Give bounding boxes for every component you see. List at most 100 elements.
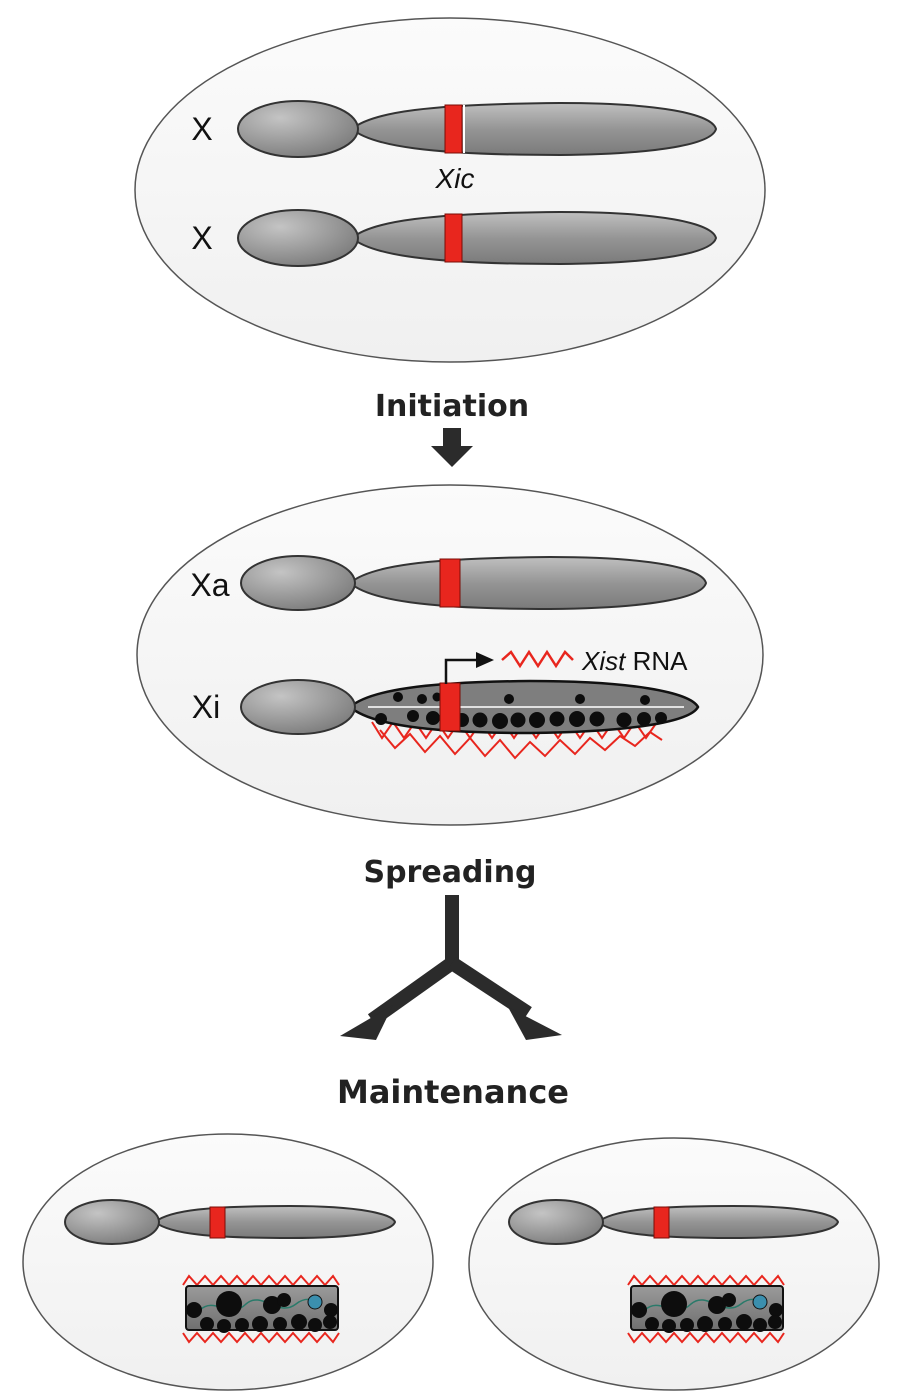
xist-rna-transcript <box>501 649 574 669</box>
x-chromosome-2 <box>237 209 718 267</box>
hc-dot <box>662 1319 676 1333</box>
cell-4-outline <box>468 1137 880 1391</box>
x-chromosome-1 <box>237 100 718 158</box>
xi-label: Xi <box>192 689 220 725</box>
hc-dot <box>569 711 585 727</box>
hc-dot <box>769 1303 783 1317</box>
hc-dot <box>235 1318 249 1332</box>
cell3-inactive-x <box>182 1274 340 1344</box>
hc-dot <box>616 712 632 728</box>
xa-chromosome <box>240 555 708 611</box>
cell-2: Xa Xi <box>136 484 764 826</box>
branch-left-head <box>340 1005 393 1040</box>
hc-dot <box>291 1314 307 1330</box>
hc-dot <box>655 712 667 724</box>
hc-dot <box>529 712 545 728</box>
cell3-hc-dots <box>186 1291 338 1333</box>
hc-dot <box>277 1293 291 1307</box>
xi-heterochromatin-dots <box>375 692 667 729</box>
hc-dot <box>417 694 427 704</box>
xic-band-1 <box>444 104 463 154</box>
cell4-hc-dots <box>631 1291 783 1333</box>
chrom1-label: X <box>191 111 212 147</box>
hc-dot <box>323 1315 337 1329</box>
hc-dot <box>736 1314 752 1330</box>
transcription-arrow-head <box>476 652 494 668</box>
hc-dot <box>308 1318 322 1332</box>
chrom2-long-arm <box>350 210 718 266</box>
xist-italic: Xist <box>581 646 627 676</box>
cell4-short-arm <box>508 1199 604 1245</box>
hc-dot <box>549 711 565 727</box>
xi-xic-band <box>439 682 461 732</box>
hc-dot <box>680 1318 694 1332</box>
hc-dot <box>640 695 650 705</box>
cell4-xic-band <box>653 1206 670 1239</box>
cell-3 <box>22 1133 434 1391</box>
cell4-rna-bottom <box>627 1331 785 1344</box>
rna-suffix: RNA <box>625 646 688 676</box>
cell4-inactive-x <box>627 1274 785 1344</box>
cell-3-outline <box>22 1133 434 1391</box>
hc-dot <box>589 711 605 727</box>
hc-dot <box>407 710 419 722</box>
cell3-rna-bottom <box>182 1331 340 1344</box>
hc-dot <box>324 1303 338 1317</box>
cell-1: X Xic X <box>134 17 766 363</box>
initiation-arrow <box>431 428 473 467</box>
hc-dot <box>504 694 514 704</box>
initiation-label: Initiation <box>375 389 529 424</box>
hc-dot <box>637 712 651 726</box>
chrom1-long-arm <box>350 101 718 157</box>
branching-arrow <box>340 895 562 1040</box>
branch-right-head <box>508 1007 562 1040</box>
xi-chromosome: Xist RNA <box>240 646 700 760</box>
hc-dot <box>252 1316 268 1332</box>
hc-dot <box>186 1302 202 1318</box>
chrom2-short-arm <box>237 209 359 267</box>
hc-dot <box>472 712 488 728</box>
cell3-xic-band <box>209 1206 226 1239</box>
hc-dot <box>718 1317 732 1331</box>
hc-dot <box>393 692 403 702</box>
xa-label: Xa <box>190 567 229 603</box>
cell4-modification <box>752 1294 768 1310</box>
hc-dot <box>432 692 442 702</box>
chrom2-label: X <box>191 220 212 256</box>
hc-dot <box>708 1296 726 1314</box>
hc-dot <box>768 1315 782 1329</box>
hc-dot <box>217 1319 231 1333</box>
xic-label: Xic <box>435 163 475 194</box>
hc-dot <box>645 1317 659 1331</box>
branch-right <box>448 957 532 1019</box>
hc-dot <box>722 1293 736 1307</box>
hc-dot <box>661 1291 687 1317</box>
hc-dot <box>753 1318 767 1332</box>
cell3-short-arm <box>64 1199 160 1245</box>
hc-dot <box>216 1291 242 1317</box>
hc-dot <box>273 1317 287 1331</box>
xist-rna-label: Xist RNA <box>581 646 688 676</box>
xic-band-2 <box>444 213 463 263</box>
cell3-long-arm <box>153 1204 397 1240</box>
xa-short-arm <box>240 555 356 611</box>
xa-xic-band <box>439 558 461 608</box>
hc-dot <box>631 1302 647 1318</box>
spreading-label: Spreading <box>363 855 536 890</box>
transcription-arrow <box>444 658 478 684</box>
hc-dot <box>697 1316 713 1332</box>
maintenance-label: Maintenance <box>337 1073 569 1111</box>
chrom1-short-arm <box>237 100 359 158</box>
hc-dot <box>375 713 387 725</box>
hc-dot <box>510 712 526 728</box>
cell-4 <box>468 1137 880 1391</box>
cell3-active-x <box>64 1199 397 1245</box>
hc-dot <box>492 713 508 729</box>
xa-long-arm <box>348 555 708 611</box>
xist-rna-coating-lower <box>379 729 663 760</box>
cell3-modification <box>307 1294 323 1310</box>
xi-short-arm <box>240 679 356 735</box>
cell4-long-arm <box>596 1204 840 1240</box>
cell4-active-x <box>508 1199 840 1245</box>
